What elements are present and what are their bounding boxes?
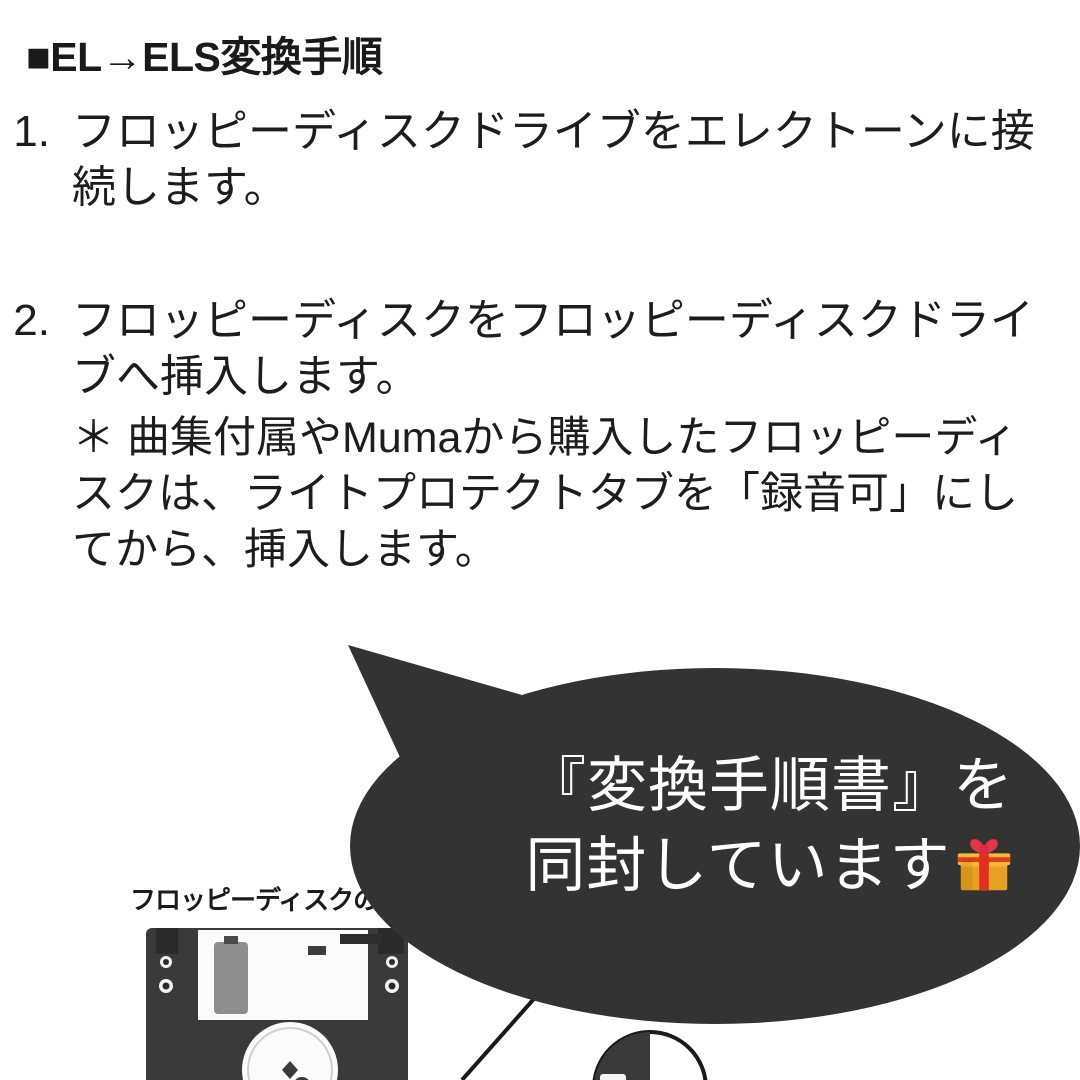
floppy-disk-figure: フロッピーディスクの表面 [122,880,462,1080]
gift-box-emoji [957,838,1010,890]
step-body: フロッピーディスクドライブをエレクトーンに接続します。 [72,104,1080,217]
list-item: 2. フロッピーディスクをフロッピーディスクドライブへ挿入します。 ＊ 曲集付属… [0,293,1080,579]
partial-circle-diagram [592,1030,708,1080]
step-number: 2. [13,295,50,345]
step-text: フロッピーディスクドライブをエレクトーンに接続します。 [72,107,1035,213]
callout-bubble-shape [348,645,1080,1024]
callout-text: 『変換手順書』を 同封しています [470,746,1070,906]
list-item: 1. フロッピーディスクドライブをエレクトーンに接続します。 [0,104,1080,217]
steps-list: 1. フロッピーディスクドライブをエレクトーンに接続します。 2. フロッピーデ… [0,104,1080,579]
step-text: フロッピーディスクをフロッピーディスクドライブへ挿入します。 [72,295,1034,401]
callout-bubble: 『変換手順書』を 同封しています [330,630,1080,1030]
page-title: ■EL→ELS変換手順 [26,34,383,80]
callout-line-2: 同封しています [525,831,951,899]
callout-line-2-wrap: 同封しています [470,826,1070,906]
step-number: 1. [13,107,50,156]
floppy-disk-icon [146,928,408,1080]
step-body: フロッピーディスクをフロッピーディスクドライブへ挿入します。 ＊ 曲集付属やMu… [72,293,1080,579]
callout-line-1: 『変換手順書』を [526,752,1014,819]
step-note: ＊ 曲集付属やMumaから購入したフロッピーディスクは、ライトプロテクトタブを「… [72,414,1018,575]
